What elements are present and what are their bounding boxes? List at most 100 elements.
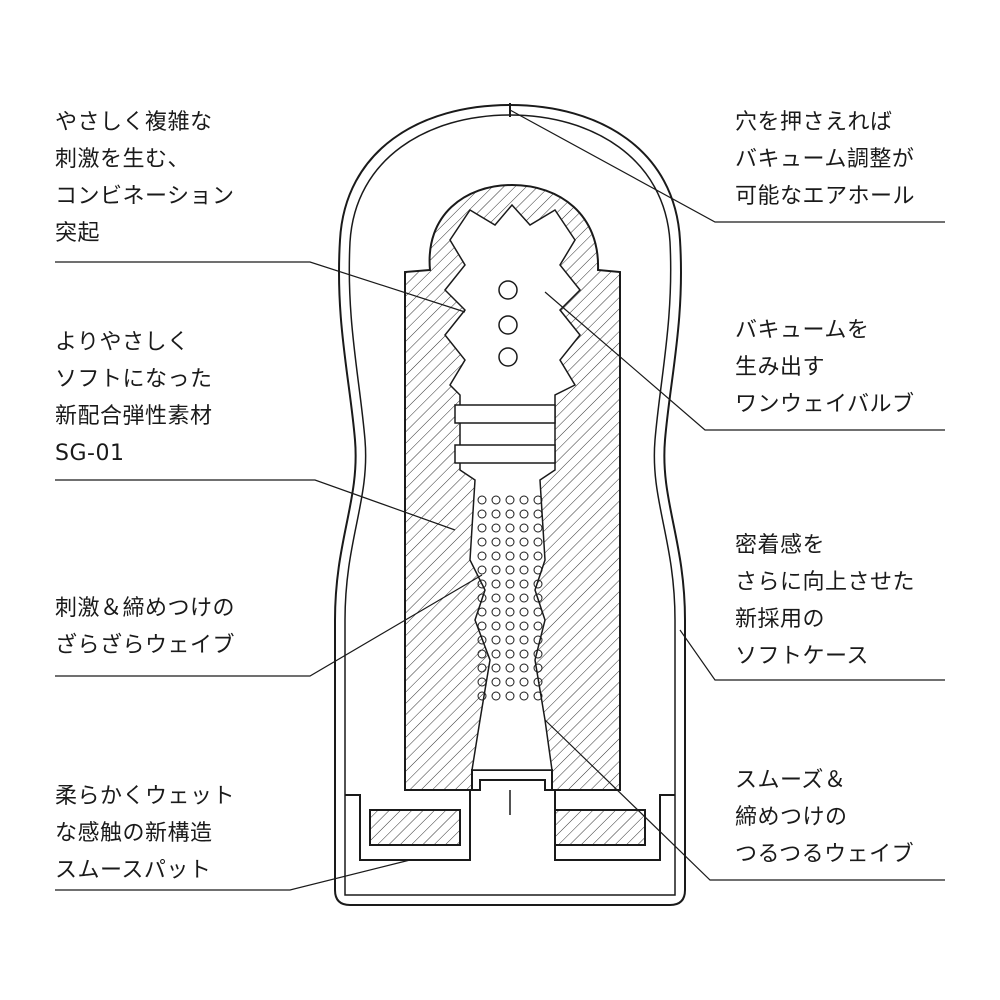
label-combination-bumps: やさしく複雑な 刺激を生む、 コンビネーション 突起 (55, 104, 235, 252)
smooth-pad-right (554, 809, 646, 846)
wave-dot (533, 537, 543, 547)
wave-dot (519, 593, 529, 603)
label-line: 生み出す (735, 355, 826, 380)
label-line: バキュームを (735, 318, 870, 343)
wave-dot (491, 537, 501, 547)
wave-dot (519, 579, 529, 589)
leader-right-4 (544, 719, 945, 881)
wave-dot (533, 495, 543, 505)
wave-dot (505, 551, 515, 561)
label-line: やさしく複雑な (55, 110, 213, 135)
wave-dot (491, 607, 501, 617)
wave-dot (477, 621, 487, 631)
leader-left-1 (55, 261, 466, 313)
valve-hole (498, 347, 518, 367)
wave-dot (491, 579, 501, 589)
wave-dot (477, 649, 487, 659)
leader-left-2 (55, 479, 456, 531)
label-line: 締めつけの (735, 805, 848, 830)
wave-dot (519, 523, 529, 533)
label-line: SG-01 (55, 441, 125, 466)
wave-dot (533, 509, 543, 519)
label-line: ざらざらウェイブ (55, 633, 236, 658)
wave-dot (533, 593, 543, 603)
label-line: ワンウェイバルブ (735, 392, 915, 417)
wave-dot (477, 523, 487, 533)
label-line: ソフトになった (55, 367, 213, 392)
wave-dot (491, 635, 501, 645)
wave-dot (533, 663, 543, 673)
leader-right-3 (679, 629, 945, 681)
wave-dot (477, 691, 487, 701)
wave-dot (491, 509, 501, 519)
wave-dot (519, 551, 529, 561)
wave-dot (519, 677, 529, 687)
label-line: よりやさしく (55, 330, 190, 355)
wave-dot (533, 635, 543, 645)
label-line: つるつるウェイブ (735, 842, 915, 867)
wave-dot (519, 607, 529, 617)
label-line: 新配合弾性素材 (55, 404, 213, 429)
label-line: コンビネーション (55, 184, 235, 209)
label-line: 突起 (55, 221, 101, 246)
label-line: 柔らかくウェット (55, 784, 236, 809)
wave-dot (519, 495, 529, 505)
wave-dots (477, 495, 543, 701)
leader-right-2 (544, 291, 945, 431)
wave-dot (491, 565, 501, 575)
base-cap (345, 779, 675, 861)
label-smooth-wave: スムーズ＆ 締めつけの つるつるウェイブ (735, 762, 914, 873)
wave-dot (533, 691, 543, 701)
wave-dot (491, 663, 501, 673)
wave-dot (477, 593, 487, 603)
wave-dot (491, 593, 501, 603)
wave-dot (505, 635, 515, 645)
wave-dot (519, 565, 529, 575)
label-smooth-pad: 柔らかくウェット な感触の新構造 スムースパット (55, 778, 235, 889)
wave-dot (477, 635, 487, 645)
label-line: 穴を押さえれば (735, 110, 893, 135)
wave-dot (477, 509, 487, 519)
soft-case-inner-outline (344, 114, 676, 896)
wave-dot (505, 509, 515, 519)
wave-dot (505, 691, 515, 701)
wave-dot (505, 649, 515, 659)
wave-dot (533, 523, 543, 533)
wave-dot (519, 691, 529, 701)
wave-dot (477, 663, 487, 673)
valve-ring-2 (454, 444, 556, 464)
wave-dot (519, 649, 529, 659)
wave-dot (533, 621, 543, 631)
wave-dot (491, 495, 501, 505)
wave-dot (533, 677, 543, 687)
wave-dot (519, 663, 529, 673)
wave-dot (519, 537, 529, 547)
wave-dot (477, 607, 487, 617)
valve-ring-1 (454, 404, 556, 424)
label-line: な感触の新構造 (55, 821, 213, 846)
label-one-way-valve: バキュームを 生み出す ワンウェイバルブ (735, 312, 915, 423)
wave-dot (477, 565, 487, 575)
label-line: さらに向上させた (735, 570, 916, 595)
valve-hole (498, 280, 518, 300)
leader-left-3 (55, 574, 483, 677)
wave-dot (491, 649, 501, 659)
label-line: 刺激＆締めつけの (55, 596, 236, 621)
wave-dot (477, 579, 487, 589)
wave-dot (533, 565, 543, 575)
label-line: ソフトケース (735, 644, 869, 669)
wave-dot (533, 607, 543, 617)
label-line: 新採用の (735, 607, 826, 632)
label-line: スムースパット (55, 858, 212, 883)
wave-dot (505, 523, 515, 533)
wave-dot (519, 509, 529, 519)
wave-dot (505, 593, 515, 603)
wave-dot (533, 649, 543, 659)
label-line: 密着感を (735, 533, 826, 558)
wave-dot (477, 537, 487, 547)
label-line: スムーズ＆ (735, 768, 847, 793)
wave-dot (505, 495, 515, 505)
wave-dot (491, 551, 501, 561)
wave-dot (477, 677, 487, 687)
